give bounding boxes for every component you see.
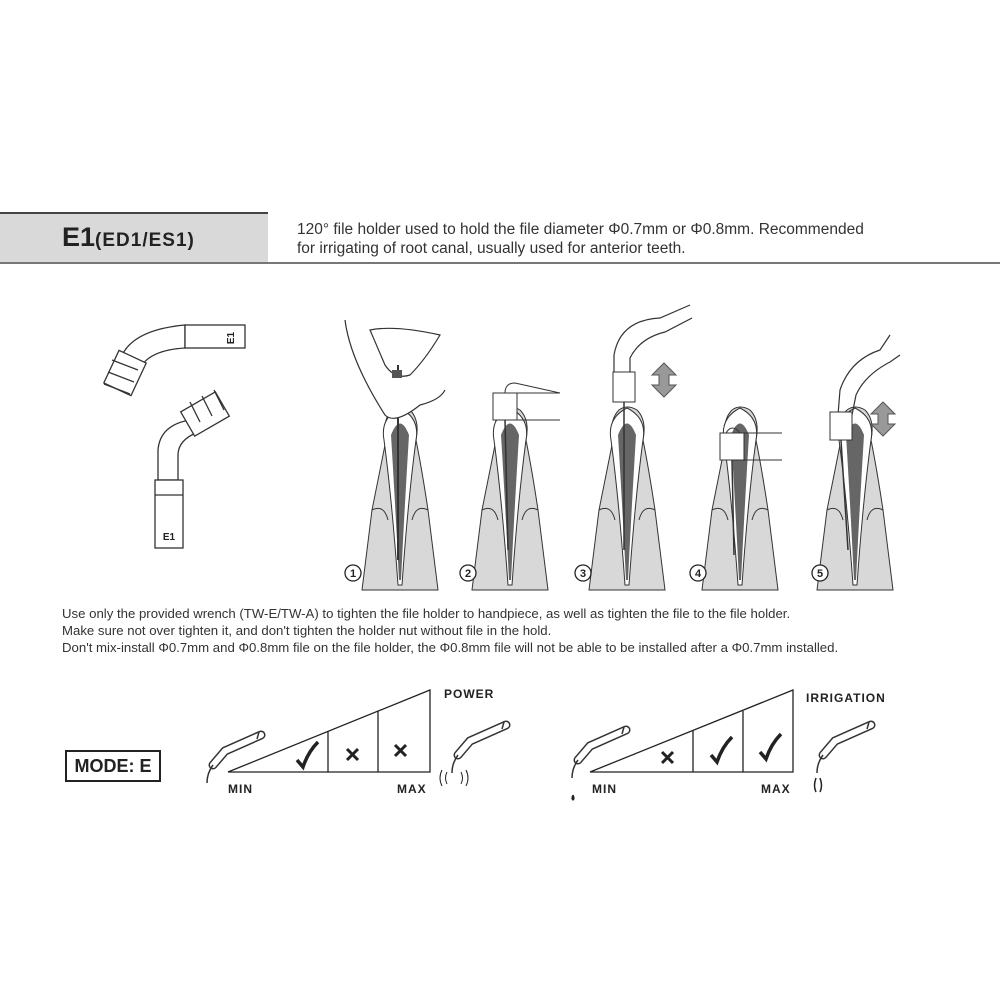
model-variants: (ED1/ES1)	[95, 230, 195, 251]
checkmark-icon	[758, 732, 783, 763]
checkmark-icon	[295, 740, 320, 771]
up-down-arrow-icon	[869, 401, 897, 437]
irrigation-scale	[571, 689, 871, 801]
description-line: for irrigating of root canal, usually us…	[297, 240, 686, 257]
water-stream-icon	[813, 777, 823, 793]
up-down-arrow-icon	[650, 362, 678, 398]
power-max-label: MAX	[397, 782, 427, 796]
irrigation-title: IRRIGATION	[806, 691, 886, 705]
tip-label: E1	[163, 532, 176, 543]
header-divider	[0, 262, 1000, 264]
step-number: 2	[465, 568, 471, 580]
water-drop-icon	[571, 794, 575, 801]
mode-badge: MODE: E	[65, 750, 161, 782]
step-3	[588, 304, 693, 591]
irrigation-max-label: MAX	[761, 782, 791, 796]
model-description: 120° file holder used to hold the file d…	[297, 220, 957, 258]
file-holder-illustration-top: E1	[102, 324, 246, 397]
vibration-icon	[439, 769, 469, 787]
usage-instructions: Use only the provided wrench (TW-E/TW-A)…	[62, 605, 962, 656]
cross-icon	[393, 743, 408, 758]
checkmark-icon	[709, 735, 734, 766]
power-scale	[207, 689, 506, 787]
instruction-line: Use only the provided wrench (TW-E/TW-A)…	[62, 606, 791, 621]
scaler-tip-icon	[572, 727, 626, 778]
model-title: E1(ED1/ES1)	[62, 222, 195, 253]
step-4	[701, 406, 782, 591]
step-2	[471, 382, 561, 591]
step-number: 3	[580, 568, 586, 580]
step-number: 1	[350, 568, 356, 580]
step-5	[816, 334, 901, 591]
file-holder-illustration-bottom: E1	[154, 389, 231, 549]
description-line: 120° file holder used to hold the file d…	[297, 221, 864, 238]
irrigation-min-label: MIN	[592, 782, 617, 796]
cross-icon	[660, 750, 675, 765]
scaler-tip-irrigating-icon	[817, 722, 871, 773]
cross-icon	[345, 747, 360, 762]
power-title: POWER	[444, 687, 495, 701]
model-name: E1	[62, 222, 96, 252]
step-1	[344, 319, 446, 591]
tip-label: E1	[226, 331, 237, 344]
power-min-label: MIN	[228, 782, 253, 796]
scaler-tip-icon	[207, 732, 261, 783]
instruction-line: Don't mix-install Φ0.7mm and Φ0.8mm file…	[62, 640, 839, 655]
scaler-tip-vibrating-icon	[452, 722, 506, 773]
step-number: 5	[817, 568, 823, 580]
instruction-line: Make sure not over tighten it, and don't…	[62, 623, 552, 638]
step-number: 4	[695, 568, 702, 580]
model-header-band	[0, 212, 268, 264]
